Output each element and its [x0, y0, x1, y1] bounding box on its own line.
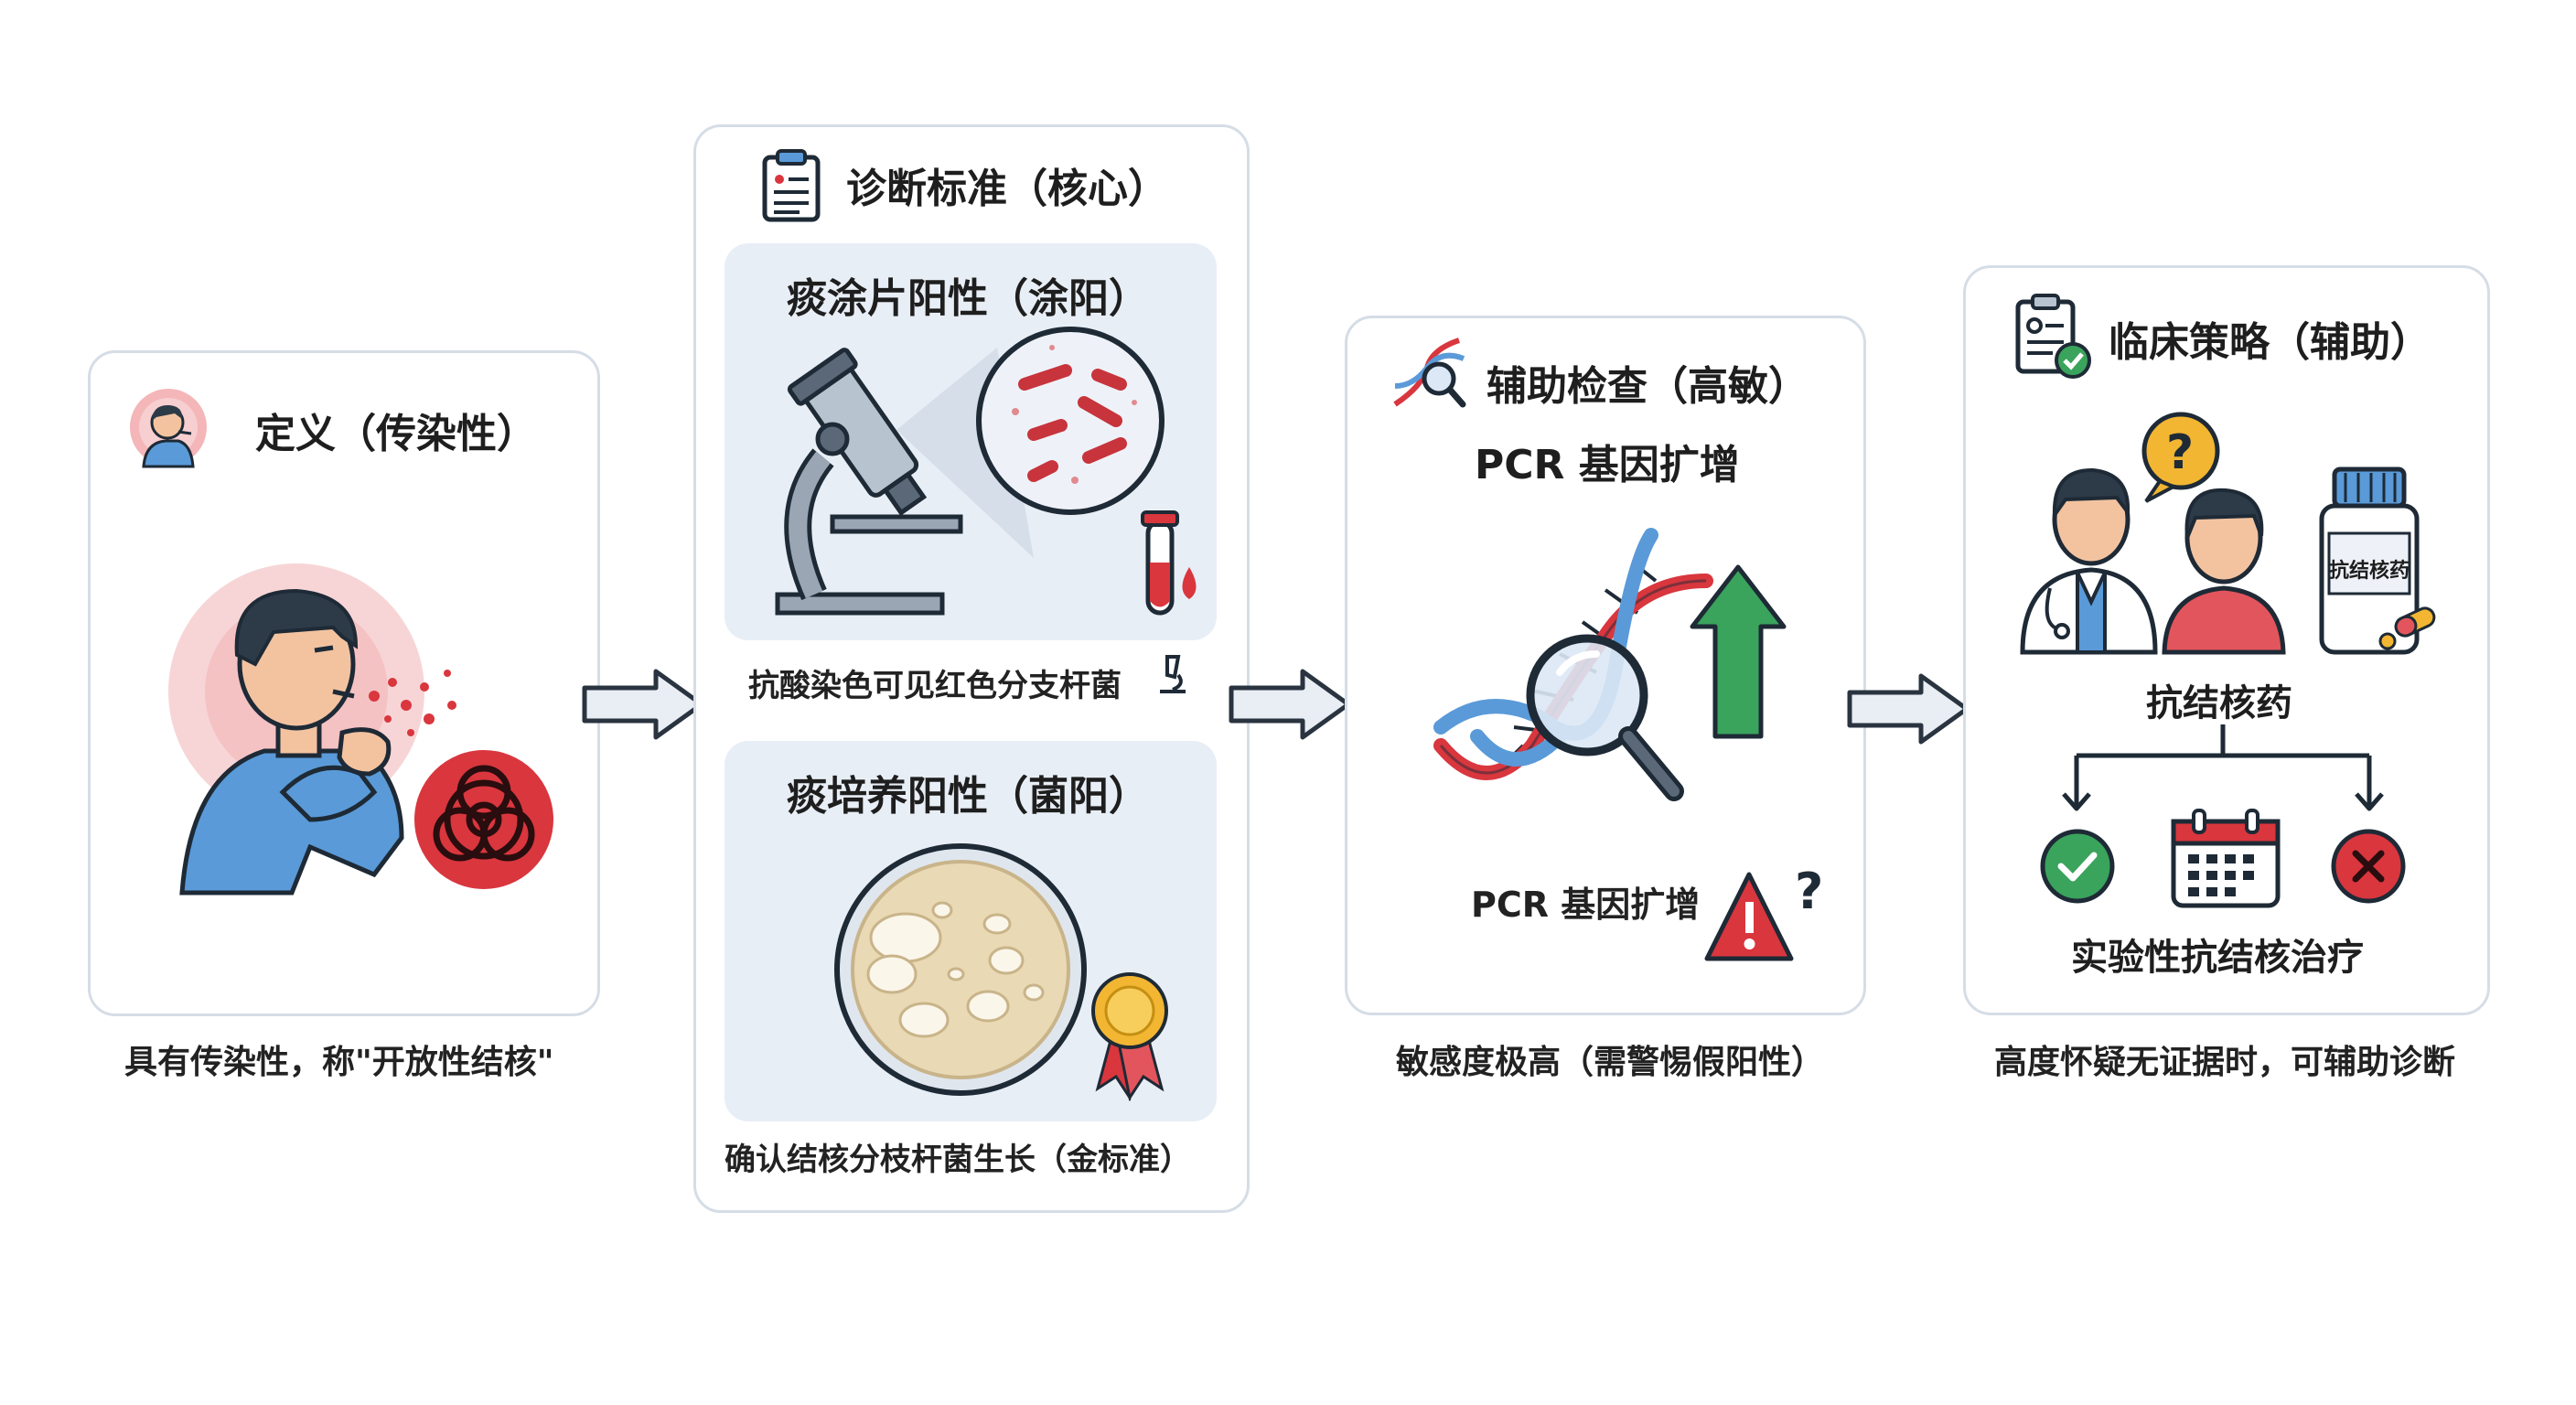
- dna-magnifier-illustration: [1433, 528, 1787, 801]
- definition-card: 定义（传染性）: [88, 350, 600, 1016]
- clinical-title: 临床策略（辅助）: [2109, 319, 2431, 366]
- drug-bottle-label: 抗结核药: [2329, 560, 2410, 583]
- auxiliary-caption: 敏感度极高（需警惕假阳性）: [1396, 1044, 1825, 1081]
- calendar-icon: [2171, 809, 2281, 908]
- clinical-treatment-label: 实验性抗结核治疗: [2071, 937, 2364, 979]
- clinical-drug-label: 抗结核药: [2146, 682, 2292, 724]
- culture-title: 痰培养阳性（菌阳）: [787, 773, 1149, 820]
- flow-arrow-2: [1229, 669, 1351, 740]
- clipboard-icon: [762, 149, 821, 222]
- culture-caption: 确认结核分枝杆菌生长（金标准）: [724, 1142, 1191, 1178]
- flow-arrow-3: [1847, 673, 1970, 745]
- smear-caption: 抗酸染色可见红色分支杆菌: [748, 668, 1122, 704]
- smear-title: 痰涂片阳性（涂阳）: [787, 275, 1149, 322]
- doctor-patient-illustration: ?: [2020, 412, 2286, 655]
- definition-caption: 具有传染性，称"开放性结核": [124, 1044, 554, 1081]
- petri-dish-illustration: [834, 843, 1168, 1101]
- cough-avatar-icon: [130, 389, 207, 468]
- cross-circle-icon: [2331, 829, 2406, 904]
- branch-tree-lines: [2062, 724, 2384, 811]
- definition-title: 定义（传染性）: [255, 411, 537, 457]
- warning-icon: ?: [1704, 863, 1823, 961]
- diagnosis-title: 诊断标准（核心）: [846, 166, 1168, 212]
- clinical-caption: 高度怀疑无证据时，可辅助诊断: [1994, 1044, 2456, 1081]
- check-circle-icon: [2040, 829, 2115, 904]
- svg-text:?: ?: [1795, 863, 1823, 920]
- drug-bottle-illustration: [2319, 467, 2436, 655]
- coughing-person-illustration: [168, 563, 557, 896]
- auxiliary-subtitle: PCR 基因扩增: [1475, 442, 1740, 488]
- auxiliary-pcr-label: PCR 基因扩增: [1471, 885, 1701, 925]
- auxiliary-title: 辅助检查（高敏）: [1487, 363, 1809, 410]
- flow-arrow-1: [582, 669, 704, 740]
- microscope-bacteria-illustration: [775, 327, 1197, 616]
- clipboard-check-icon: [2015, 294, 2091, 379]
- dna-search-icon: [1393, 338, 1466, 408]
- microscope-small-icon: [1160, 655, 1186, 693]
- svg-text:?: ?: [2166, 425, 2194, 480]
